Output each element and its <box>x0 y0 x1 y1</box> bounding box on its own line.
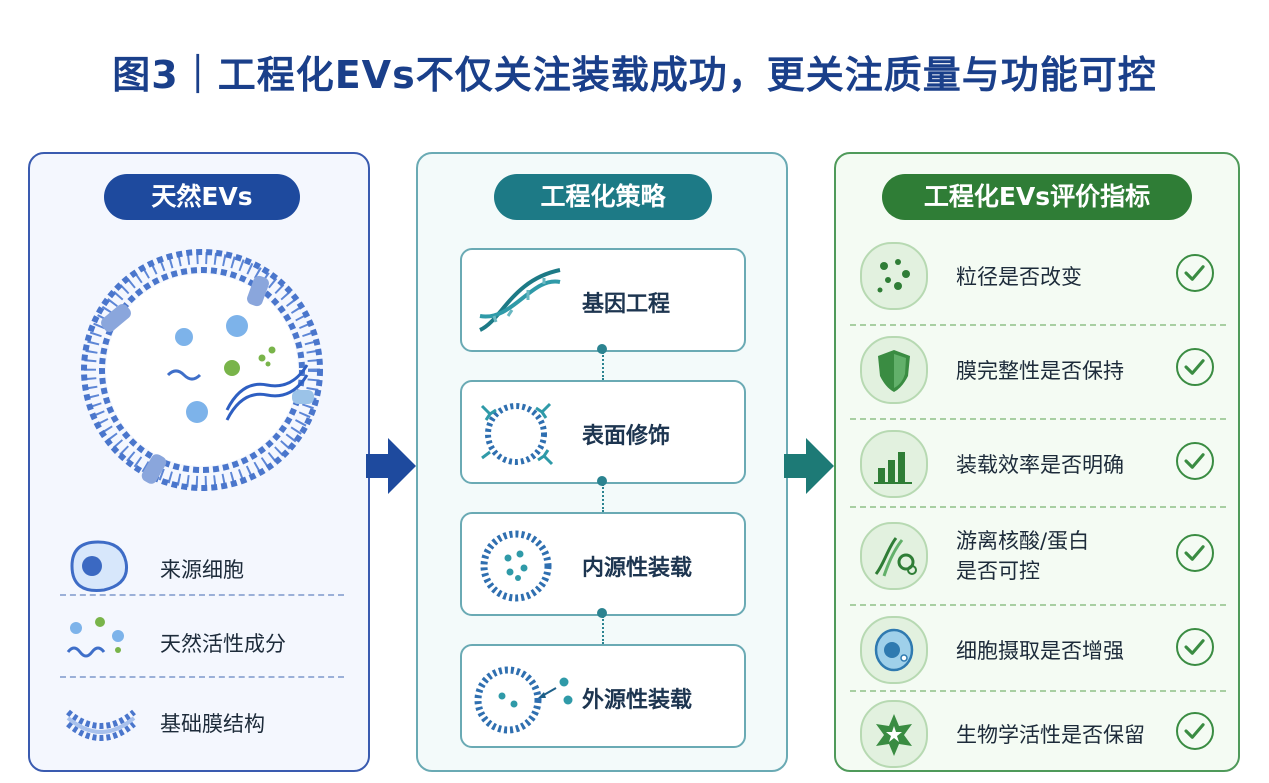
metric-membrane-integrity: 膜完整性是否保持 <box>852 330 1224 410</box>
strategy-endogenous-loading: 内源性装载 <box>460 512 746 616</box>
page-title: 图3｜工程化EVs不仅关注装载成功，更关注质量与功能可控 <box>112 53 1157 97</box>
divider <box>60 594 344 596</box>
divider <box>850 418 1226 420</box>
bioactive-molecules-icon <box>66 617 124 658</box>
natural-item-bioactive: 天然活性成分 <box>50 606 350 676</box>
strategy-surface-modification: 表面修饰 <box>460 380 746 484</box>
connector <box>602 484 606 512</box>
connector <box>602 352 606 380</box>
connector-dot <box>597 344 607 354</box>
dna-icon <box>479 268 561 332</box>
metric-particle-size: 粒径是否改变 <box>852 236 1224 316</box>
metric-loading-efficiency: 装载效率是否明确 <box>852 424 1224 504</box>
connector-dot <box>597 476 607 486</box>
arrow-right-icon <box>784 438 834 494</box>
divider <box>850 506 1226 508</box>
evaluation-metrics-header: 工程化EVs评价指标 <box>882 174 1192 220</box>
metric-free-nucleic-acid-protein: 游离核酸/蛋白 是否可控 <box>852 516 1224 596</box>
metric-biological-activity: 生物学活性是否保留 <box>852 694 1224 774</box>
particles-icon <box>877 259 910 293</box>
natural-evs-header: 天然EVs <box>104 174 300 220</box>
check-icon <box>1176 628 1214 666</box>
endogenous-loading-icon <box>480 530 552 602</box>
natural-evs-panel: 天然EVs 来源细胞 天然 <box>28 152 370 772</box>
divider <box>850 690 1226 692</box>
engineering-strategy-header: 工程化策略 <box>494 174 712 220</box>
dna-protein-icon <box>874 537 917 577</box>
star-cell-icon <box>876 714 912 756</box>
natural-item-membrane: 基础膜结构 <box>50 686 350 756</box>
strategy-genetic-engineering: 基因工程 <box>460 248 746 352</box>
check-icon <box>1176 712 1214 750</box>
bar-chart-icon <box>874 452 912 484</box>
check-icon <box>1176 348 1214 386</box>
metric-label-line2: 是否可控 <box>956 559 1040 583</box>
natural-item-source-cell: 来源细胞 <box>50 532 350 602</box>
check-icon <box>1176 254 1214 292</box>
engineering-strategy-panel: 工程化策略 基因工程 表面修饰 <box>416 152 788 772</box>
exogenous-loading-icon <box>474 666 573 734</box>
arrow-right-icon <box>366 438 416 494</box>
check-icon <box>1176 534 1214 572</box>
evaluation-metrics-panel: 工程化EVs评价指标 粒径是否改变 膜完整性是否保持 <box>834 152 1240 772</box>
divider <box>850 324 1226 326</box>
connector-dot <box>597 608 607 618</box>
divider <box>60 676 344 678</box>
cell-uptake-icon <box>874 628 914 672</box>
extracellular-vesicle-illustration <box>81 249 323 491</box>
metric-cell-uptake: 细胞摄取是否增强 <box>852 610 1224 690</box>
lipid-membrane-icon <box>66 709 136 741</box>
divider <box>850 604 1226 606</box>
cell-icon <box>70 540 129 592</box>
surface-modified-vesicle-icon <box>480 402 554 466</box>
strategy-exogenous-loading: 外源性装载 <box>460 644 746 748</box>
shield-icon <box>878 350 910 392</box>
check-icon <box>1176 442 1214 480</box>
connector <box>602 616 606 644</box>
metric-label-line1: 游离核酸/蛋白 <box>956 529 1090 553</box>
